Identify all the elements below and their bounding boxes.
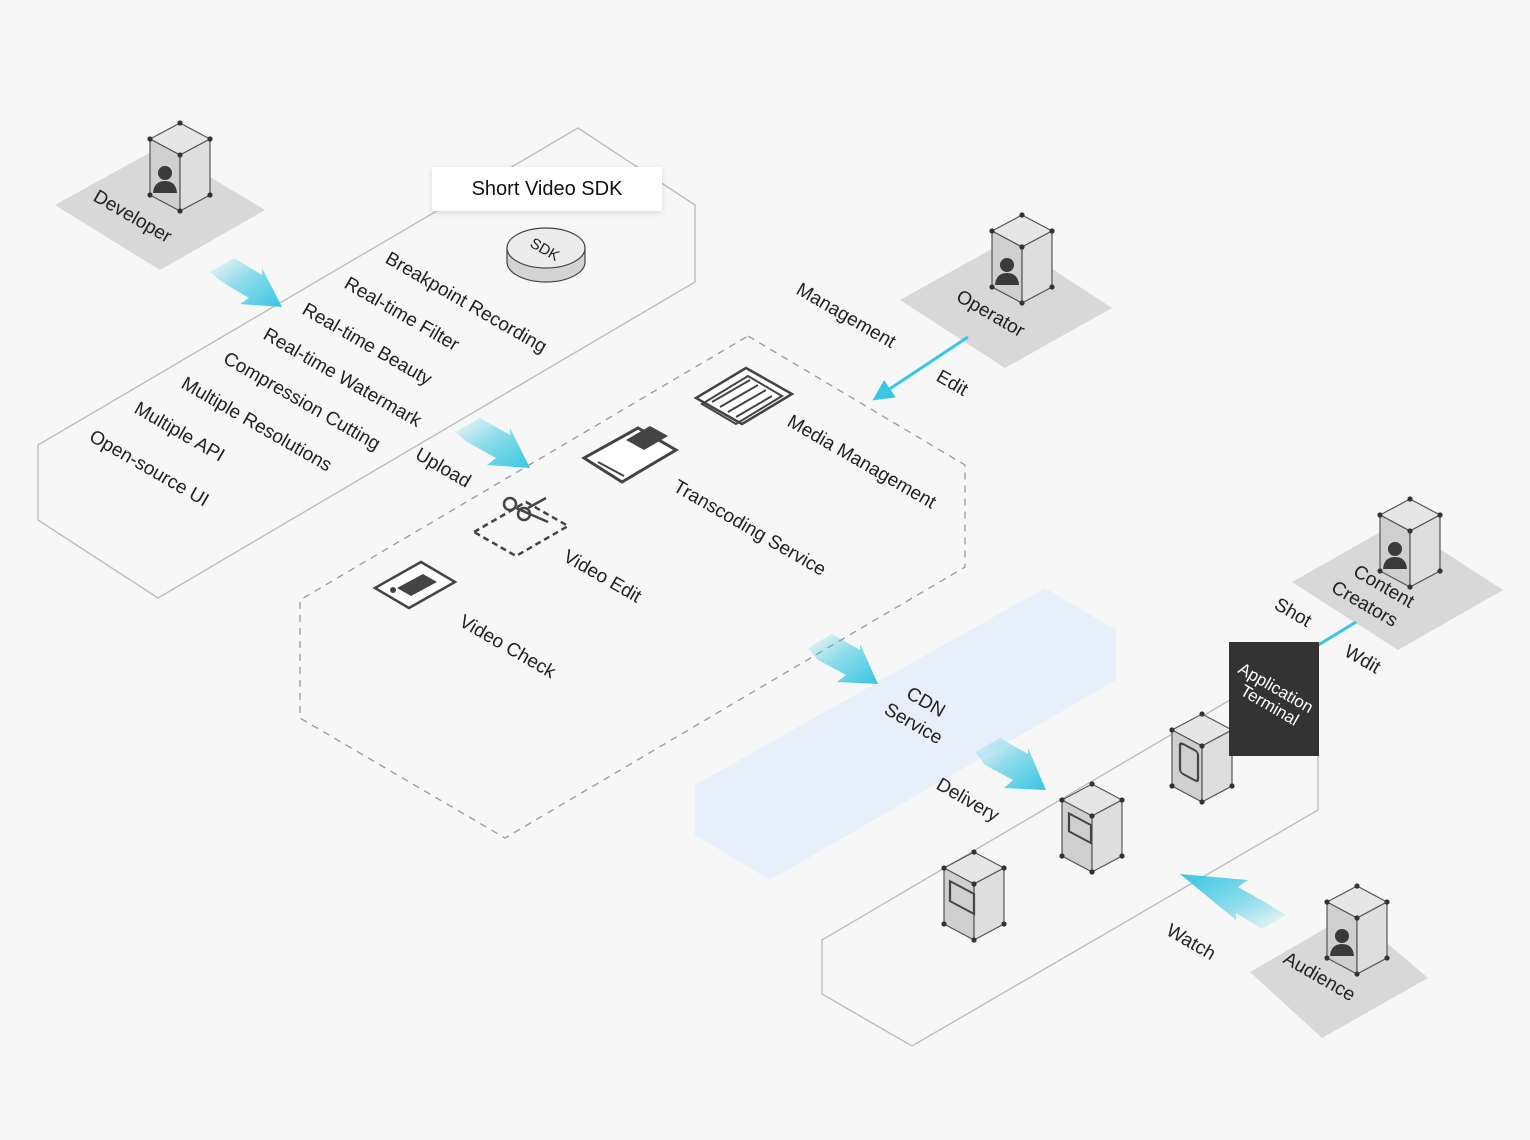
developer-to-sdk-arrow xyxy=(210,258,282,307)
content-creators-platform xyxy=(1292,522,1503,650)
delivery-label: Delivery xyxy=(933,774,1003,827)
tv-device-icon xyxy=(940,848,1008,944)
management-label: Management xyxy=(793,279,900,353)
transcoding-service-label: Transcoding Service xyxy=(670,476,830,580)
monitor-device-icon xyxy=(1058,780,1126,876)
terminal-label-svg: Application Terminal xyxy=(1235,659,1317,730)
upload-arrow xyxy=(455,418,530,468)
video-check-label: Video Check xyxy=(456,611,560,683)
phone-device-icon xyxy=(1168,710,1236,806)
to-cdn-arrow xyxy=(808,634,878,684)
edit-label: Edit xyxy=(933,366,972,401)
transcoding-service-icon xyxy=(581,426,679,484)
video-edit-icon xyxy=(471,496,571,558)
upload-label: Upload xyxy=(412,444,475,492)
media-management-label: Media Management xyxy=(784,411,941,514)
watch-arrow xyxy=(1180,874,1286,929)
video-check-icon xyxy=(372,560,458,610)
operator-platform xyxy=(900,240,1112,368)
sdk-title: Short Video SDK xyxy=(432,167,662,211)
shot-label: Shot xyxy=(1271,594,1316,632)
delivery-arrow xyxy=(975,738,1046,790)
application-terminal-badge: Application Terminal xyxy=(1229,642,1319,756)
watch-label: Watch xyxy=(1163,920,1220,965)
wdit-label: Wdit xyxy=(1341,641,1385,679)
sdk-disk-icon xyxy=(506,227,586,283)
media-management-icon xyxy=(693,366,795,426)
services-container-outline xyxy=(299,335,966,839)
developer-platform xyxy=(55,147,265,270)
sdk-feature-list: Breakpoint Recording Real-time Filter Re… xyxy=(86,248,551,511)
operator-arrow xyxy=(872,335,969,401)
feature-item: Multiple Resolutions xyxy=(178,373,336,476)
cdn-band xyxy=(695,588,1116,880)
sdk-container-outline xyxy=(37,127,696,599)
video-edit-label: Video Edit xyxy=(560,546,646,608)
